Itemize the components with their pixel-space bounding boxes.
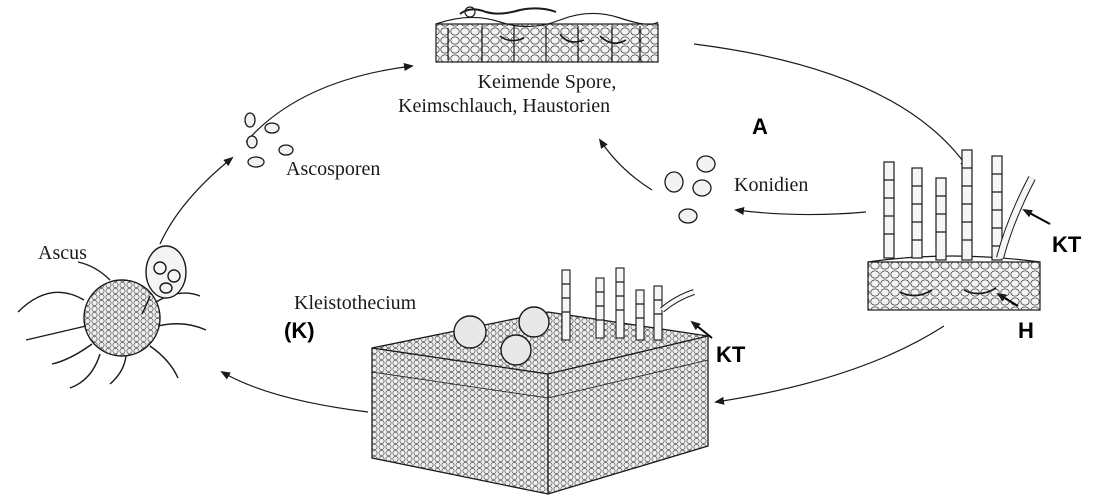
label-keimschlauch-haustorien: Keimschlauch, Haustorien <box>398 94 610 118</box>
label-kt-bottom: KT <box>716 342 745 368</box>
label-h: H <box>1018 318 1034 344</box>
label-a: A <box>752 114 768 140</box>
label-k: (K) <box>284 318 315 344</box>
arrow-right-to-konidien <box>736 210 866 215</box>
ascus-illustration <box>18 246 206 388</box>
arrow-ascus-to-ascosporen <box>160 158 232 244</box>
konidientraeger-illustration <box>868 150 1040 310</box>
arrow-bottom-to-ascus <box>222 372 368 412</box>
label-konidien: Konidien <box>734 174 808 197</box>
arrow-right-to-bottom <box>716 326 944 402</box>
pointer-kt-right <box>1024 210 1050 224</box>
label-kleistothecium: Kleistothecium <box>294 292 416 315</box>
konidien-spores <box>665 156 715 223</box>
label-ascosporen: Ascosporen <box>286 158 380 181</box>
label-keimende-spore-line1: Keimende Spore, <box>436 70 658 94</box>
label-kt-right: KT <box>1052 232 1081 258</box>
kleistothecium-leaf-block <box>372 268 708 494</box>
arrow-top-to-right <box>694 44 968 168</box>
arrow-konidien-to-top <box>600 140 652 190</box>
germinating-spore-illustration <box>436 7 658 62</box>
label-keimende-spore: Keimende Spore, <box>436 70 658 94</box>
label-ascus: Ascus <box>38 242 87 265</box>
